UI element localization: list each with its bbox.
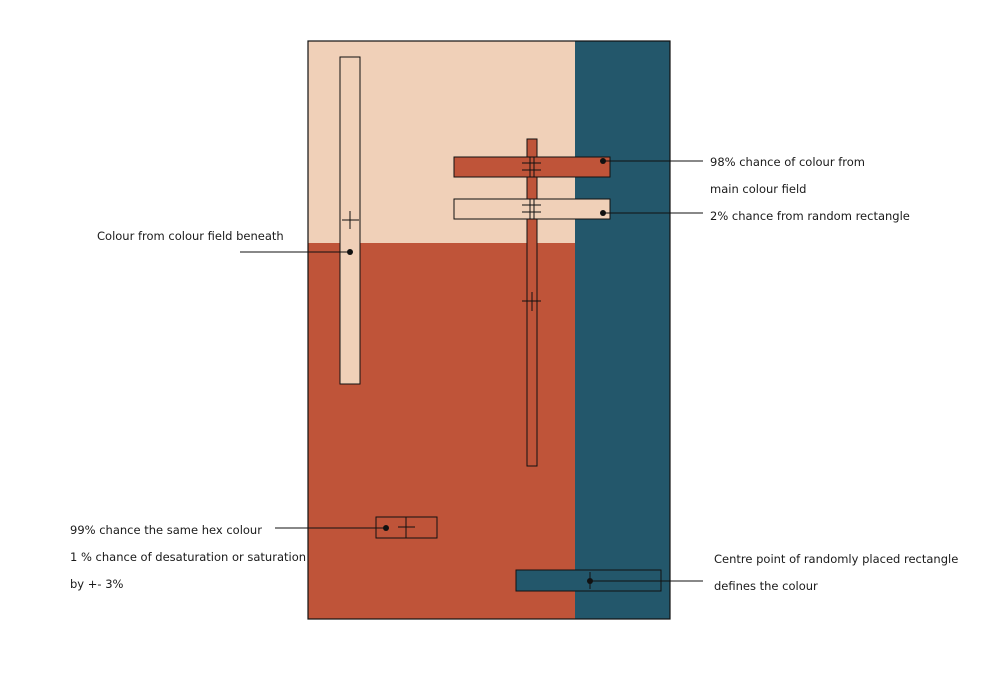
label-main-field-line2: main colour field	[710, 182, 806, 196]
label-hex-line3: by +- 3%	[70, 577, 124, 591]
label-field-beneath: Colour from colour field beneath	[97, 229, 284, 243]
label-hex-line1: 99% chance the same hex colour	[70, 523, 262, 537]
label-centre-line1: Centre point of randomly placed rectangl…	[714, 552, 958, 566]
horizontal-peach-rectangle	[453, 198, 611, 220]
teal-colour-field	[575, 41, 670, 619]
canvas-frame	[307, 40, 671, 620]
label-hex-line2: 1 % chance of desaturation or saturation	[70, 550, 306, 564]
label-main-field-line1: 98% chance of colour from	[710, 155, 865, 169]
horizontal-rust-rectangle	[453, 156, 611, 178]
vertical-rect-crosses	[522, 157, 541, 311]
label-centre-line2: defines the colour	[714, 579, 818, 593]
label-random-rect: 2% chance from random rectangle	[710, 209, 910, 223]
